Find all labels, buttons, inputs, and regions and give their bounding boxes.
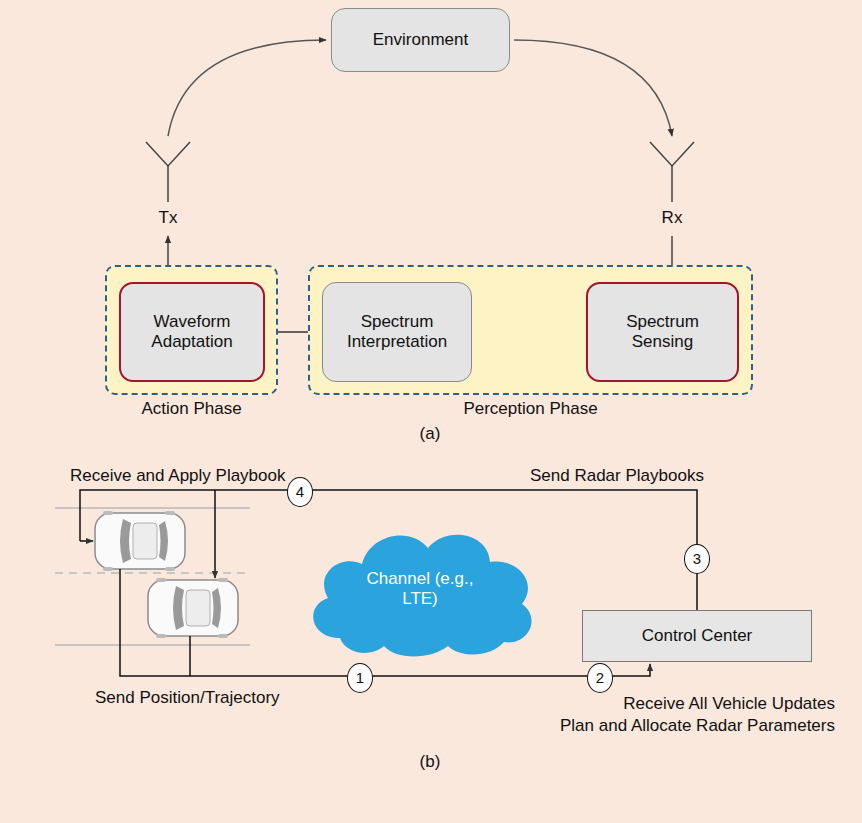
phase-band: Perception PhaseSpectrum InterpretationS… — [308, 265, 753, 395]
vehicle — [148, 578, 238, 638]
vehicle — [95, 511, 185, 571]
node-label: Spectrum Interpretation — [331, 312, 463, 353]
road-lanes — [55, 508, 250, 645]
annotation-label: Receive All Vehicle Updates — [623, 694, 835, 714]
callout-number: 2 — [587, 663, 613, 693]
signal-arc — [168, 40, 326, 136]
panel-label: (a) — [420, 424, 441, 444]
node-label: 2 — [596, 669, 604, 687]
control-center-box: Control Center — [582, 610, 812, 662]
phase-label: Action Phase — [107, 399, 276, 419]
node-label: Channel (e.g., LTE) — [365, 569, 475, 610]
annotation-label: Receive and Apply Playbook — [70, 466, 285, 486]
node-label: 1 — [356, 669, 364, 687]
node-label: Control Center — [642, 626, 753, 646]
callout-number: 3 — [684, 544, 710, 574]
process-box: Waveform Adaptation — [119, 282, 265, 382]
callout-number: 4 — [287, 477, 313, 507]
process-box: Spectrum Interpretation — [322, 282, 472, 382]
annotation-label: Plan and Allocate Radar Parameters — [560, 716, 835, 736]
annotation-label: Send Radar Playbooks — [530, 466, 704, 486]
annotation-label: Tx — [159, 208, 178, 228]
process-box: Spectrum Sensing — [586, 282, 739, 382]
phase-band: Action PhaseWaveform Adaptation — [105, 265, 278, 395]
node-label: Environment — [373, 30, 468, 50]
callout-number: 1 — [347, 663, 373, 693]
environment-box: Environment — [331, 8, 510, 72]
annotation-label: Rx — [662, 208, 683, 228]
node-label: 4 — [296, 483, 304, 501]
tx-antenna — [146, 142, 190, 202]
panel-label: (b) — [420, 752, 441, 772]
node-label: 3 — [693, 550, 701, 568]
signal-arc — [514, 40, 672, 136]
channel-cloud: Channel (e.g., LTE) — [300, 518, 540, 660]
rx-antenna — [650, 142, 694, 202]
node-label: Spectrum Sensing — [596, 312, 729, 353]
phase-label: Perception Phase — [310, 399, 751, 419]
annotation-label: Send Position/Trajectory — [95, 688, 280, 708]
node-label: Waveform Adaptation — [129, 312, 255, 353]
